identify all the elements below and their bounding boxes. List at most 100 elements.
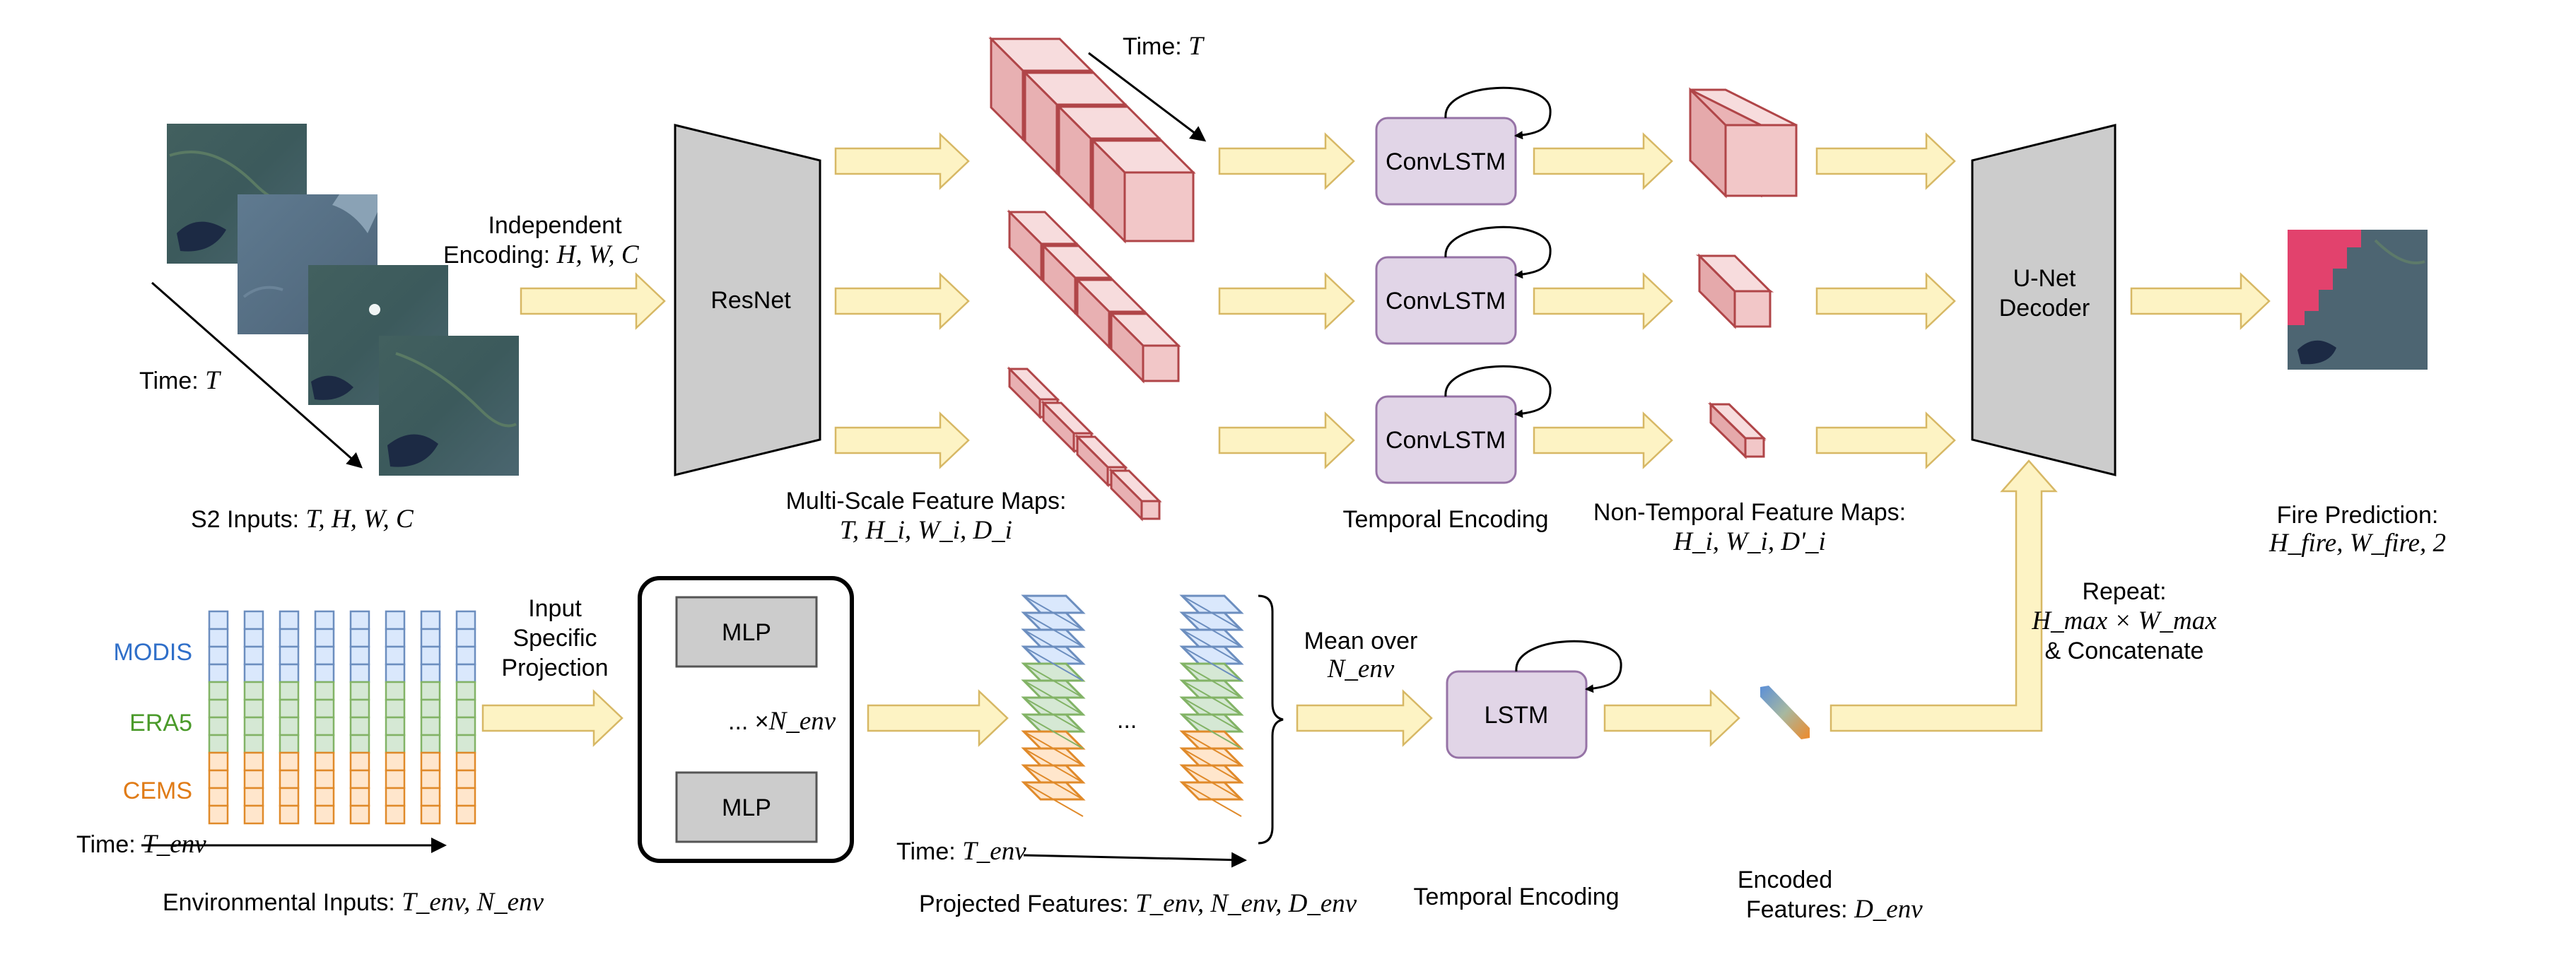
fire-prediction-image <box>2288 230 2428 370</box>
projected-feature-stripe <box>1023 680 1084 715</box>
env-input-cell <box>455 751 476 772</box>
env-input-cell <box>208 769 229 789</box>
env-input-cell <box>314 628 335 648</box>
projected-feature-cell <box>1021 645 1086 665</box>
arrow-to-nontemporal-1 <box>1533 132 1673 190</box>
env-input-cell <box>243 681 264 701</box>
env-input-cell <box>420 804 441 825</box>
env-input-cell <box>208 663 229 683</box>
env-input-cell <box>385 716 406 736</box>
env-input-cell <box>279 804 300 825</box>
svg-text:Features: D_env: Features: D_env <box>1746 895 1923 924</box>
lstm-block: LSTM <box>1446 640 1622 759</box>
env-input-cell <box>385 610 406 630</box>
env-input-cell <box>314 751 335 772</box>
arrow-mlp-to-projected <box>867 689 1009 747</box>
arrow-s2-to-resnet <box>520 272 666 330</box>
encoded-features-vector <box>1760 686 1810 739</box>
feature-time-var: T <box>1188 32 1205 61</box>
unet-label-2: Decoder <box>1999 295 2090 322</box>
projected-feature-stripe <box>1023 782 1084 817</box>
projected-feature-cell <box>1021 611 1086 631</box>
feature-cube-front <box>1142 344 1180 382</box>
temporal-encoding-label: Temporal Encoding <box>1342 506 1548 533</box>
env-input-cell <box>385 645 406 666</box>
projection-label-1: Input <box>528 595 582 622</box>
projected-math: T_env, N_env, D_env <box>1135 889 1357 918</box>
s2-inputs-label: S2 Inputs: <box>191 506 306 533</box>
env-input-cell <box>349 787 370 807</box>
convlstm-label-2: ConvLSTM <box>1386 288 1506 315</box>
arrow-env-to-mlp <box>481 689 623 747</box>
temporal-encoding-label-2: Temporal Encoding <box>1413 883 1619 910</box>
env-input-cell <box>349 681 370 701</box>
env-inputs-label: Environmental Inputs: <box>163 889 402 916</box>
env-input-cell <box>208 698 229 719</box>
env-input-cell <box>455 698 476 719</box>
env-input-cell <box>349 628 370 648</box>
feature-time-label: Time: <box>1123 33 1188 60</box>
env-input-cell <box>420 787 441 807</box>
encoding-math: H, W, C <box>556 240 640 269</box>
projected-feature-cell <box>1179 730 1244 750</box>
encoding-label: Encoding: <box>443 242 557 269</box>
s2-time-arrow <box>151 281 363 469</box>
mean-over-label: Mean over <box>1304 628 1418 654</box>
env-input-cell <box>279 716 300 736</box>
arrow-to-fire-prediction <box>2130 272 2271 330</box>
multiscale-label: Multi-Scale Feature Maps: <box>786 488 1067 515</box>
fire-prediction-label: Fire Prediction: <box>2277 502 2439 529</box>
env-input-cell <box>279 663 300 683</box>
projected-time-arrow <box>1023 852 1247 868</box>
svg-text:S2 Inputs: T, H, W, C: S2 Inputs: T, H, W, C <box>191 505 414 534</box>
satellite-image-4 <box>379 336 519 476</box>
env-input-cell <box>420 663 441 683</box>
environmental-input-columns <box>208 610 476 825</box>
env-input-cell <box>314 769 335 789</box>
env-input-cell <box>243 751 264 772</box>
env-input-cell <box>314 645 335 666</box>
mean-over-n: N_env <box>1327 654 1395 683</box>
env-input-cell <box>279 645 300 666</box>
s2-input-stack <box>167 124 519 476</box>
env-input-cell <box>420 628 441 648</box>
projected-feature-stripe <box>1023 748 1084 783</box>
env-input-cell <box>279 769 300 789</box>
env-input-cell <box>385 769 406 789</box>
s2-time-label: Time: <box>139 368 205 394</box>
env-input-cell <box>455 716 476 736</box>
env-input-cell <box>243 787 264 807</box>
encoded-label-2: Features: <box>1746 896 1854 923</box>
nontemporal-map-3 <box>1707 401 1767 459</box>
env-input-cell <box>385 681 406 701</box>
env-input-cell <box>385 751 406 772</box>
env-input-cell <box>349 734 370 754</box>
env-input-cell <box>243 645 264 666</box>
projected-dots: ... <box>1117 707 1137 734</box>
projected-feature-cell <box>1179 645 1244 665</box>
nontemporal-label: Non-Temporal Feature Maps: <box>1593 499 1906 526</box>
env-input-cell <box>208 645 229 666</box>
env-input-cell <box>385 787 406 807</box>
mlp-label-top: MLP <box>722 619 771 646</box>
env-input-cell <box>279 751 300 772</box>
arrow-to-unet-2 <box>1815 272 1956 330</box>
svg-text:Environmental Inputs: T_env, N: Environmental Inputs: T_env, N_env <box>163 888 544 917</box>
s2-time-var: T <box>205 366 221 395</box>
projected-feature-stripe <box>1023 765 1084 800</box>
feature-maps-scale-1 <box>988 36 1196 244</box>
projected-feature-stripe <box>1181 697 1242 732</box>
env-input-cell <box>455 787 476 807</box>
env-input-cell <box>243 734 264 754</box>
projected-feature-stripe <box>1181 748 1242 783</box>
env-input-cell <box>420 645 441 666</box>
convlstm-label-3: ConvLSTM <box>1386 427 1506 454</box>
lstm-label: LSTM <box>1485 702 1549 729</box>
env-input-cell <box>243 663 264 683</box>
env-input-cell <box>349 610 370 630</box>
env-input-cell <box>455 734 476 754</box>
projected-feature-stack-2 <box>1179 594 1244 817</box>
projected-feature-cell <box>1021 730 1086 750</box>
svg-text:Encoding: H, W, C: Encoding: H, W, C <box>443 240 640 269</box>
env-input-cell <box>314 716 335 736</box>
